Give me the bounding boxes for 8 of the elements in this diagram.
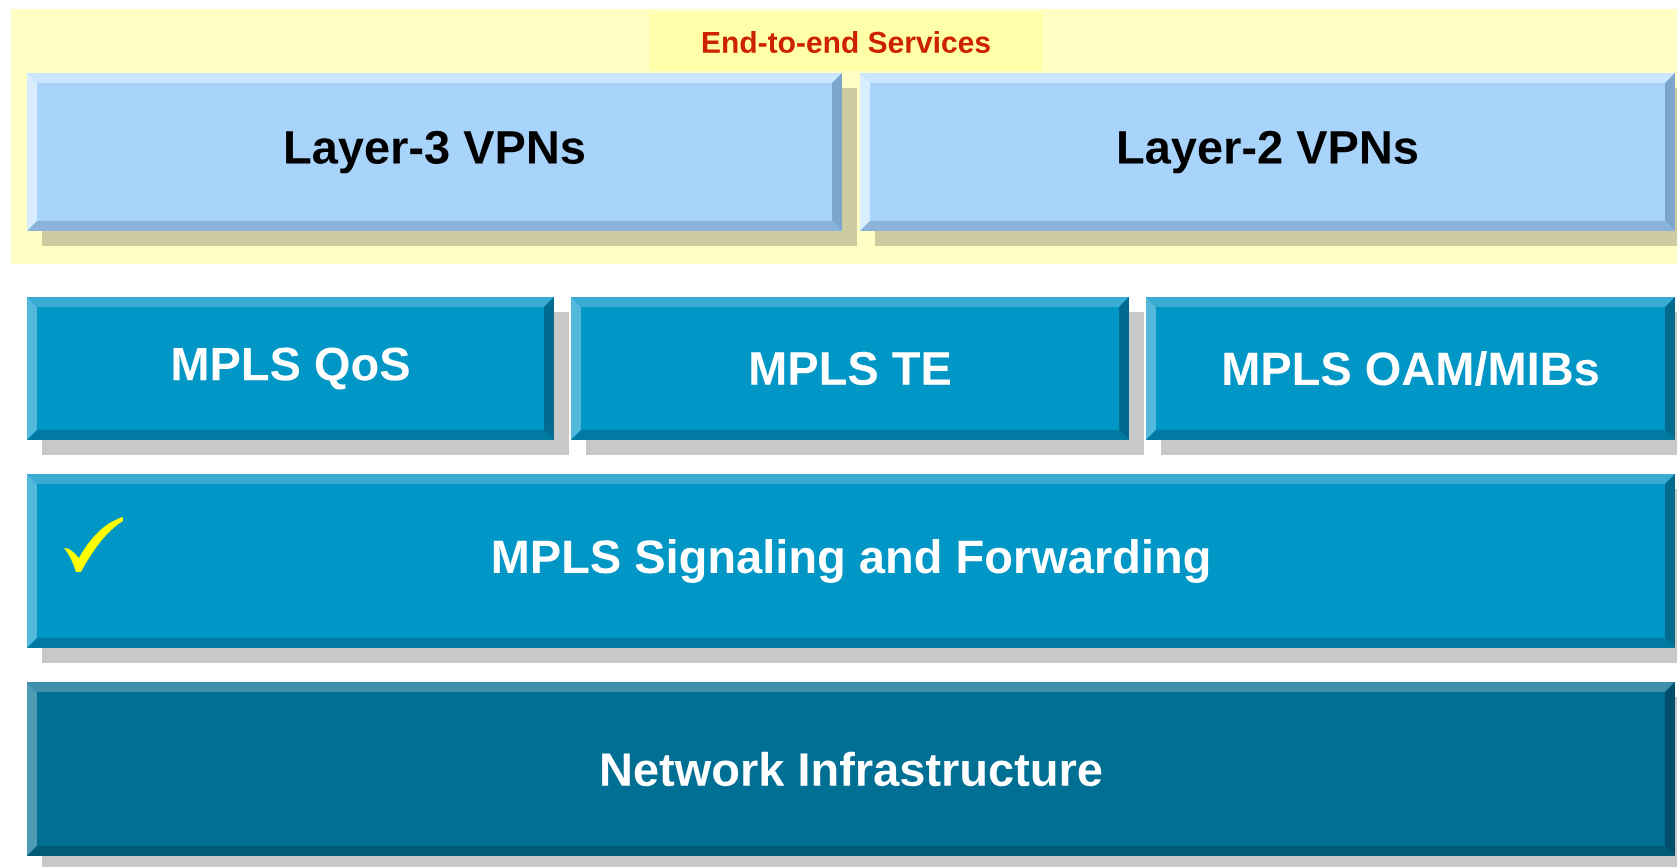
band-heading: End-to-end Services xyxy=(649,13,1043,71)
layer-box: MPLS QoS xyxy=(27,297,569,455)
layer-box: Layer-3 VPNs xyxy=(27,73,857,246)
layer-box: Network Infrastructure xyxy=(27,682,1677,867)
layer-box: MPLS Signaling and Forwarding xyxy=(27,474,1677,663)
layer-box: Layer-2 VPNs xyxy=(860,73,1677,246)
layer-box: MPLS TE xyxy=(571,297,1144,455)
layer-box: MPLS OAM/MIBs xyxy=(1146,297,1677,455)
